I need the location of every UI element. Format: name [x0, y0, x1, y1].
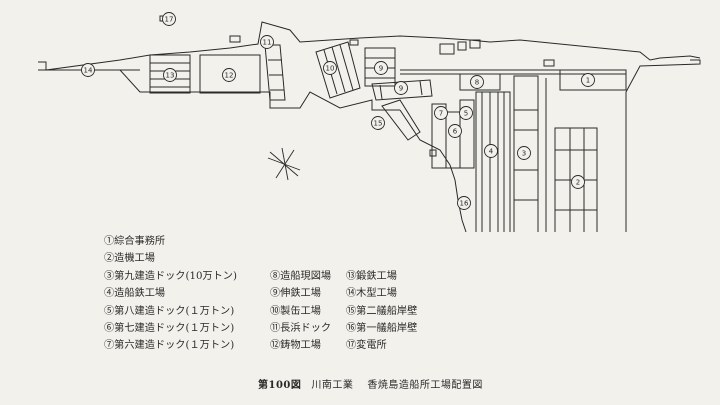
dock-6: [445, 111, 461, 169]
marker-14: 14: [84, 67, 93, 75]
shoreline: [38, 21, 701, 71]
south-shore: [399, 109, 467, 232]
building-13: [149, 54, 191, 94]
legend-column-2: ⑧造船現図場 ⑨伸鉄工場 ⑩製缶工場 ⑪長浜ドック ⑫鋳物工場: [270, 268, 331, 355]
legend-column-3: ⑬鍛鉄工場 ⑭木型工場 ⑮第二艤船岸壁 ⑯第一艤船岸壁 ⑰変電所: [346, 268, 417, 355]
legend-item: ③第九建造ドック(10万トン): [104, 270, 237, 282]
legend-item: ④造船鉄工場: [104, 288, 166, 300]
west-shore: [38, 69, 400, 111]
marker-7: 7: [439, 110, 443, 118]
caption-title: 香焼島造船所工場配置図: [367, 380, 483, 391]
legend-item: ⑩製缶工場: [270, 305, 321, 317]
figure-caption: 第100図川南工業 香焼島造船所工場配置図: [258, 376, 483, 391]
marker-1: 1: [586, 77, 590, 85]
legend-item: ⑦第六建造ドック(１万トン): [104, 340, 235, 352]
marker-6: 6: [453, 128, 458, 136]
marker-15: 15: [374, 120, 383, 128]
building-9b: [371, 79, 433, 101]
pier-15: [381, 99, 421, 141]
marker-3: 3: [522, 150, 526, 158]
building-11: [264, 44, 286, 101]
legend-column-1: ①綜合事務所 ②造機工場 ③第九建造ドック(10万トン) ④造船鉄工場 ⑤第八建…: [104, 233, 237, 355]
building-4: [475, 91, 511, 232]
legend-item: ⑪長浜ドック: [270, 322, 332, 334]
marker-2: 2: [576, 179, 580, 187]
coast-east: [625, 59, 701, 232]
legend-item: ⑯第一艤船岸壁: [346, 322, 418, 334]
marker-13: 13: [166, 72, 175, 80]
building-12: [199, 54, 261, 94]
marker-5: 5: [464, 110, 468, 118]
legend-item: ⑰変電所: [346, 340, 387, 352]
legend-item: ⑨伸鉄工場: [270, 288, 321, 300]
legend-item: ②造機工場: [104, 253, 155, 265]
legend-item: ⑫鋳物工場: [270, 340, 321, 352]
legend-item: ⑭木型工場: [346, 288, 397, 300]
marker-10: 10: [326, 65, 335, 73]
legend-item: ①綜合事務所: [104, 236, 166, 247]
caption-company: 川南工業: [311, 380, 354, 391]
building-8: [459, 73, 501, 91]
legend-item: ⑥第七建造ドック(１万トン): [104, 322, 235, 334]
figure-number: 第100図: [258, 380, 302, 391]
dock-3: [513, 75, 539, 232]
marker-11: 11: [263, 39, 272, 47]
legend-item: ⑤第八建造ドック(１万トン): [104, 305, 235, 317]
legend-item: ⑮第二艤船岸壁: [346, 305, 418, 317]
marker-4: 4: [489, 148, 494, 156]
marker-8: 8: [475, 79, 479, 87]
marker-17: 17: [165, 16, 174, 24]
legend-item: ⑬鍛鉄工場: [346, 270, 397, 282]
building-10: [315, 41, 361, 99]
building-1: [559, 69, 627, 91]
marker-12: 12: [225, 72, 234, 80]
legend-item: ⑧造船現図場: [270, 270, 332, 282]
marker-9a: 9: [379, 65, 383, 73]
marker-16: 16: [460, 200, 469, 208]
factory-layout-map: 17 14 13 12 11 10 9 9 15 8 1 2 3 4 5 7 6…: [38, 12, 701, 232]
compass-rose: [267, 147, 301, 181]
marker-9b: 9: [399, 85, 403, 93]
building-2: [554, 127, 598, 232]
